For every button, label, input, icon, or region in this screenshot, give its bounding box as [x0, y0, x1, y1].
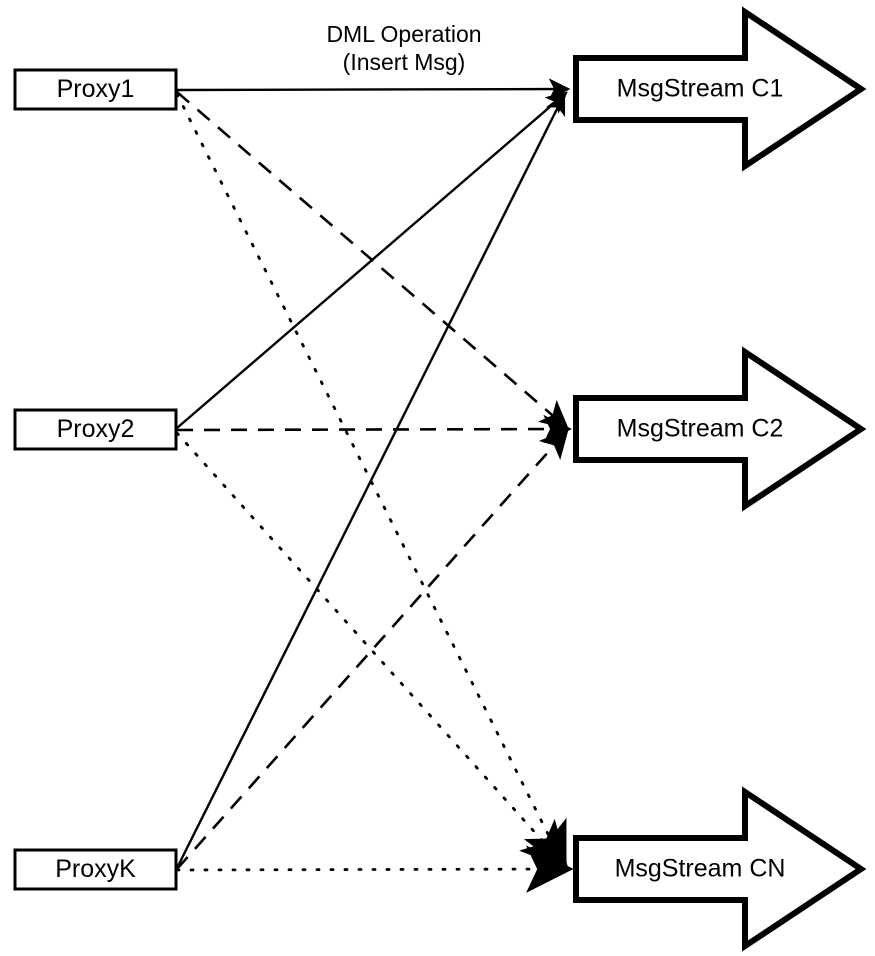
- connection-proxyk-cn[interactable]: [175, 845, 574, 893]
- msgstream-label: MsgStream C2: [617, 415, 784, 443]
- connection-line-solid: [176, 91, 568, 429]
- connection-proxyk-c1[interactable]: [175, 92, 566, 869]
- proxy-node-proxy1[interactable]: Proxy1: [13, 68, 178, 111]
- connection-proxyk-c2[interactable]: [176, 429, 569, 870]
- proxy-label: Proxy1: [57, 75, 135, 103]
- connection-proxy2-c2[interactable]: [176, 414, 572, 444]
- connection-line-dotted: [175, 845, 574, 893]
- connections-layer: [175, 78, 574, 893]
- proxy-label: Proxy2: [57, 415, 135, 443]
- proxy-label: ProxyK: [55, 855, 136, 883]
- connection-proxy2-c1[interactable]: [176, 91, 568, 429]
- streams-layer: MsgStream C1 MsgStream C2 MsgStream CN: [573, 6, 867, 952]
- msgstream-c2[interactable]: MsgStream C2: [573, 346, 867, 512]
- msgstream-arrow-shape: [573, 786, 867, 952]
- connection-proxy2-cn[interactable]: [175, 431, 569, 871]
- edge-label-line1: DML Operation: [326, 21, 481, 47]
- connection-proxy1-c1[interactable]: [176, 78, 571, 100]
- proxy-box: [13, 68, 178, 111]
- connection-line-solid: [176, 78, 571, 100]
- msgstream-c1[interactable]: MsgStream C1: [573, 6, 867, 172]
- msgstream-label: MsgStream C1: [617, 75, 784, 103]
- proxy-node-proxy2[interactable]: Proxy2: [13, 408, 178, 451]
- proxy-box: [13, 848, 178, 891]
- msgstream-arrow-shape: [573, 6, 867, 172]
- connection-line-dashed: [176, 414, 572, 444]
- proxy-box: [13, 408, 178, 451]
- edge-label-line2: (Insert Msg): [343, 49, 466, 75]
- connection-line-dotted: [175, 431, 569, 871]
- edge-label-dml-operation: DML Operation (Insert Msg): [326, 21, 481, 75]
- msgstream-arrow-shape: [573, 346, 867, 512]
- msgstream-cn[interactable]: MsgStream CN: [573, 786, 867, 952]
- proxy-node-proxyk[interactable]: ProxyK: [13, 848, 178, 891]
- connection-line-solid: [175, 92, 566, 869]
- msgstream-label: MsgStream CN: [615, 855, 786, 883]
- connection-line-dashed: [176, 429, 569, 870]
